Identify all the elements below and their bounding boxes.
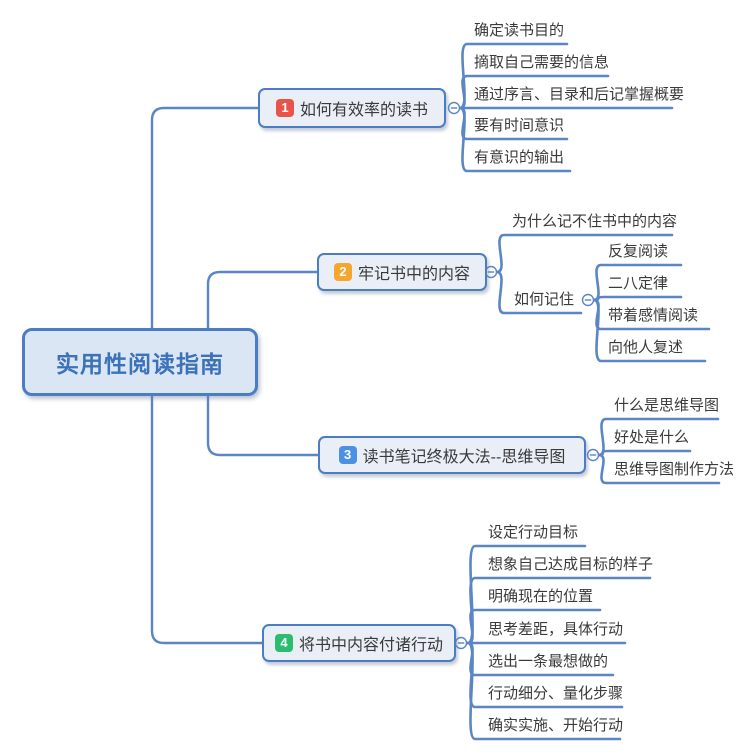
leaf-node[interactable]: 向他人复述 xyxy=(608,339,684,356)
collapse-icon[interactable] xyxy=(454,636,468,650)
leaf-node[interactable]: 选出一条最想做的 xyxy=(488,653,609,670)
central-topic[interactable]: 实用性阅读指南 xyxy=(22,328,258,396)
leaf-node[interactable]: 明确现在的位置 xyxy=(488,588,594,605)
branch-topic-4[interactable]: 4 将书中内容付诸行动 xyxy=(262,624,456,662)
priority-badge-2: 2 xyxy=(333,263,352,281)
leaf-node[interactable]: 为什么记不住书中的内容 xyxy=(512,213,678,230)
leaf-node[interactable]: 反复阅读 xyxy=(608,243,669,260)
collapse-icon[interactable] xyxy=(447,101,461,115)
leaf-node[interactable]: 什么是思维导图 xyxy=(614,397,720,414)
leaf-node[interactable]: 带着感情阅读 xyxy=(608,307,699,324)
central-topic-label: 实用性阅读指南 xyxy=(56,351,224,377)
leaf-node[interactable]: 确定读书目的 xyxy=(474,22,565,39)
priority-badge-4: 4 xyxy=(274,634,293,652)
priority-badge-3: 3 xyxy=(338,446,357,464)
branch-topic-1[interactable]: 1 如何有效率的读书 xyxy=(258,88,446,128)
sub-topic-node[interactable]: 如何记住 xyxy=(514,291,575,308)
branch-topic-3-label: 读书笔记终极大法--思维导图 xyxy=(362,449,566,466)
leaf-node[interactable]: 好处是什么 xyxy=(614,429,690,446)
branch-child-lines xyxy=(458,42,721,741)
branch-topic-2-label: 牢记书中的内容 xyxy=(357,266,470,283)
branch-topic-2[interactable]: 2 牢记书中的内容 xyxy=(317,253,487,291)
branch-topic-3[interactable]: 3 读书笔记终极大法--思维导图 xyxy=(318,436,586,474)
leaf-node[interactable]: 有意识的输出 xyxy=(474,149,565,166)
leaf-node[interactable]: 要有时间意识 xyxy=(474,117,565,134)
collapse-icons xyxy=(447,101,600,650)
leaf-node[interactable]: 二八定律 xyxy=(608,275,669,292)
leaf-node[interactable]: 确实实施、开始行动 xyxy=(488,717,624,734)
collapse-icon[interactable] xyxy=(581,293,595,307)
leaf-node[interactable]: 通过序言、目录和后记掌握概要 xyxy=(474,86,685,103)
leaf-node[interactable]: 摘取自己需要的信息 xyxy=(474,54,610,71)
collapse-icon[interactable] xyxy=(484,265,498,279)
trunk-lines xyxy=(150,106,320,645)
leaf-node[interactable]: 思考差距，具体行动 xyxy=(488,621,624,638)
collapse-icon[interactable] xyxy=(586,448,600,462)
leaf-node[interactable]: 思维导图制作方法 xyxy=(614,461,735,478)
branch-topic-1-label: 如何有效率的读书 xyxy=(299,102,428,119)
priority-badge-1: 1 xyxy=(275,99,294,117)
leaf-node[interactable]: 行动细分、量化步骤 xyxy=(488,685,624,702)
branch-topic-4-label: 将书中内容付诸行动 xyxy=(298,637,443,654)
leaf-node[interactable]: 想象自己达成目标的样子 xyxy=(488,556,654,573)
leaf-node[interactable]: 设定行动目标 xyxy=(488,524,579,541)
